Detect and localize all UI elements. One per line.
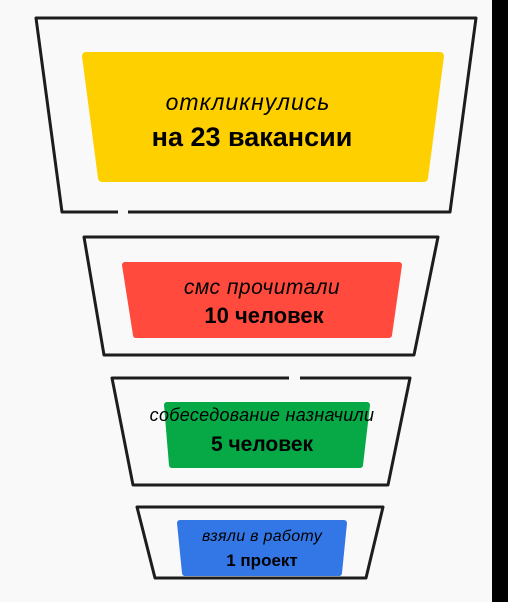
stage-3-value: 5 человек (210, 433, 314, 456)
stage-4-label: взяли в работу (201, 528, 323, 545)
stage-1-value: на 23 вакансии (151, 122, 353, 152)
stage-4-value: 1 проект (226, 551, 298, 570)
stage-2-outline (82, 235, 440, 357)
stage-4-fill (177, 520, 347, 576)
stage-1-outline (34, 16, 478, 214)
stage-2-value: 10 человек (204, 303, 324, 328)
stage-3-fill (164, 402, 370, 468)
stage-1-fill (82, 52, 444, 182)
stage-3-label: собеседование назначили (149, 405, 375, 425)
stage-2-label: смс прочитали (183, 276, 341, 299)
stage-2-fill (122, 262, 402, 338)
stage-3-outline (110, 376, 412, 487)
stage-1-label: откликнулись (165, 89, 331, 115)
stage-4-outline (135, 505, 385, 580)
